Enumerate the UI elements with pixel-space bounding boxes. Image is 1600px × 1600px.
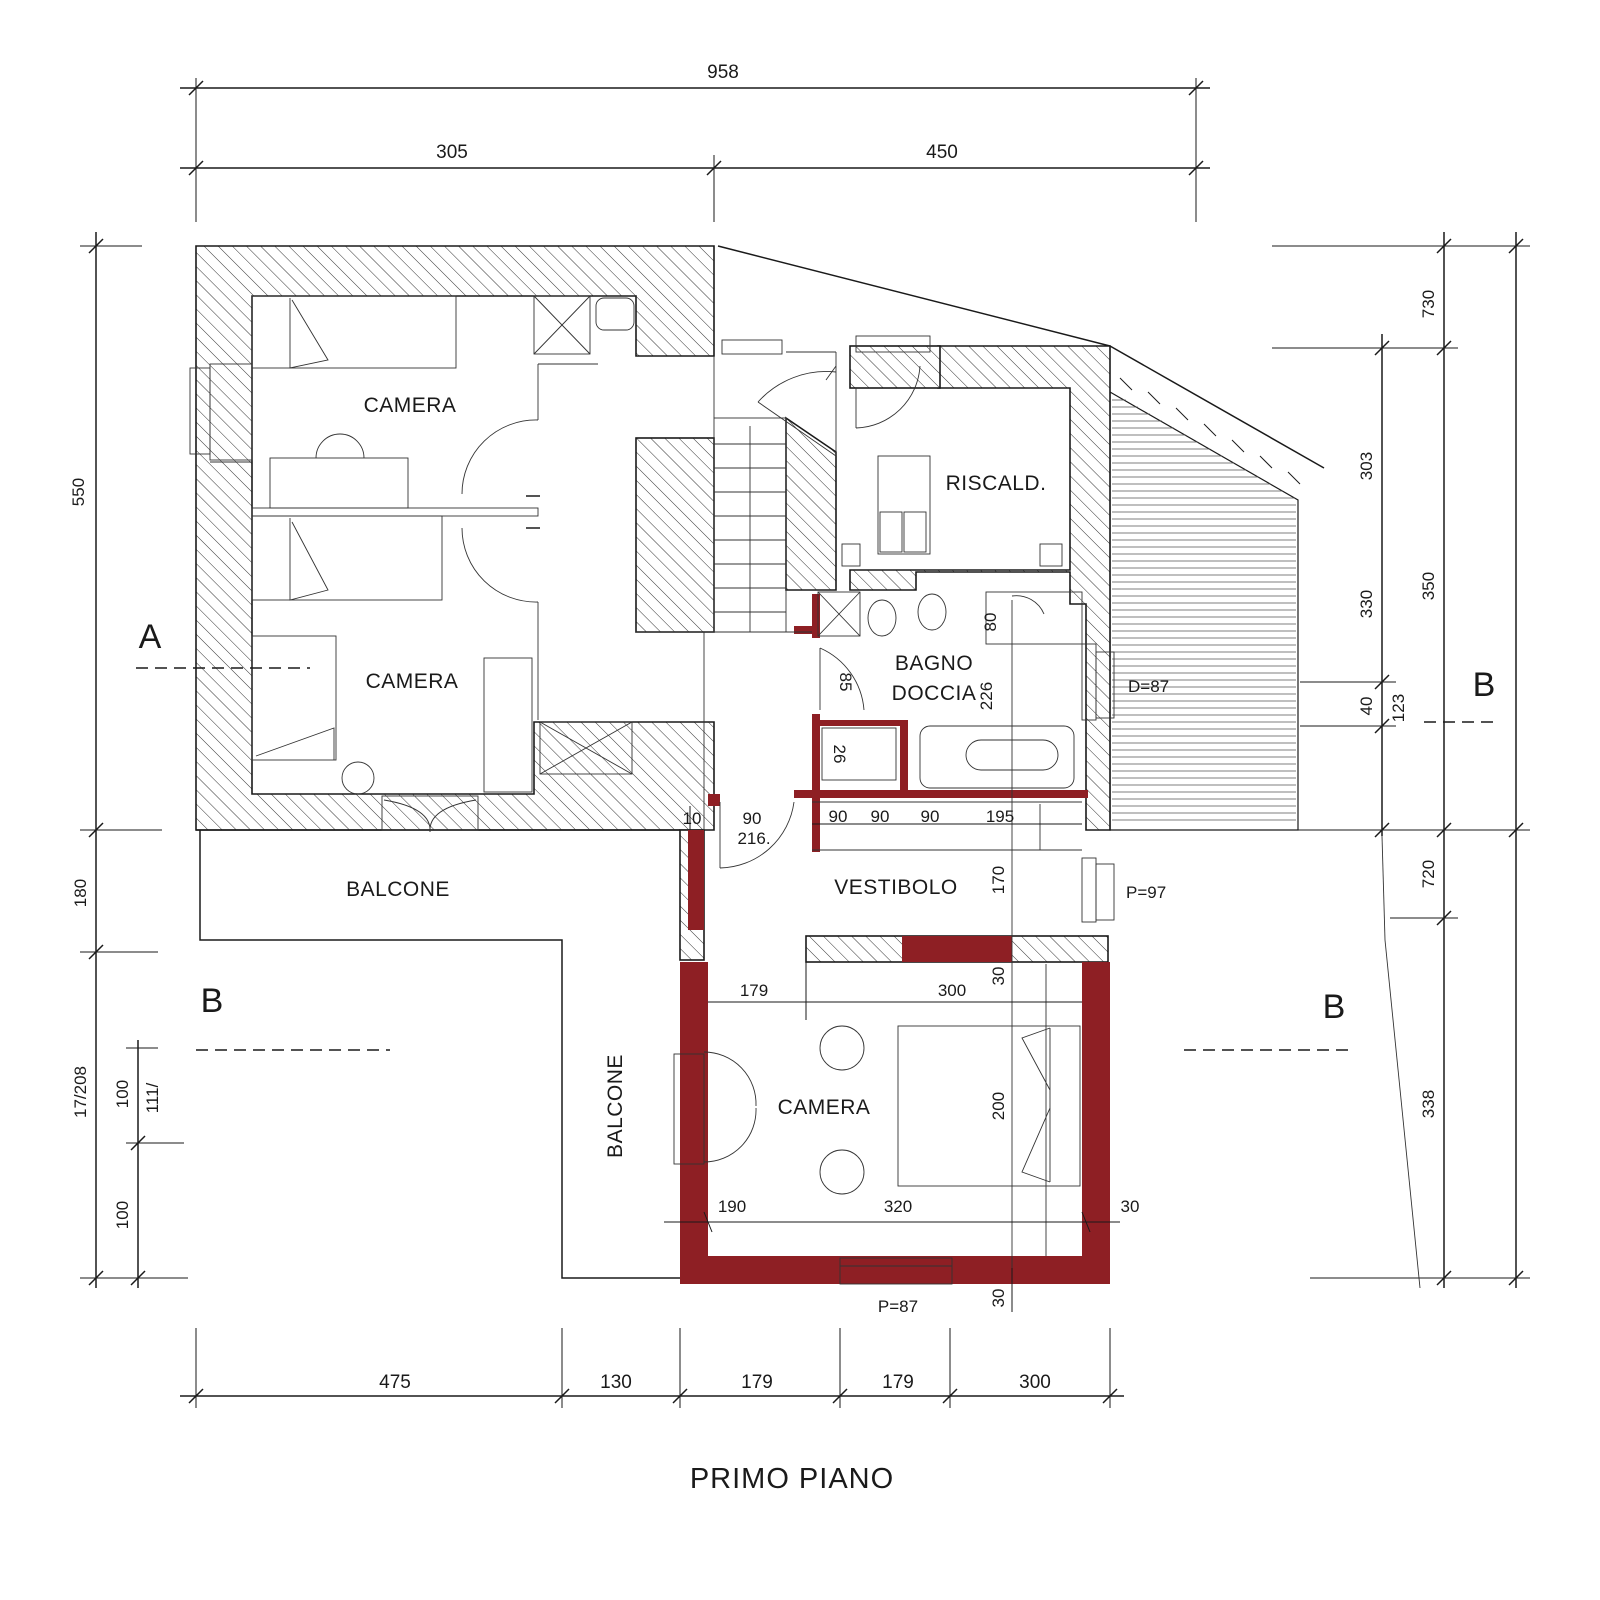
dim-left-100b: 100 <box>113 1201 132 1229</box>
dim-right-330: 330 <box>1357 590 1376 618</box>
room-label-camera-middle: CAMERA <box>366 670 459 693</box>
dim-interior-195: 195 <box>986 807 1014 826</box>
opening-label-p97: P=97 <box>1126 883 1166 902</box>
section-label-a: A <box>139 618 162 656</box>
dim-right-350: 350 <box>1419 572 1438 600</box>
dim-bottom-179b: 179 <box>882 1372 914 1393</box>
room-labels: CAMERA CAMERA CAMERA RISCALD. BAGNO DOCC… <box>346 394 1046 1158</box>
fixtures <box>189 295 1120 1312</box>
dim-interior-85: 85 <box>836 673 855 692</box>
room-label-balcone-side: BALCONE <box>604 1054 627 1158</box>
section-markers: A B B B <box>136 618 1500 1051</box>
dim-interior-300: 300 <box>938 981 966 1000</box>
dim-interior-200: 200 <box>989 1092 1008 1120</box>
dim-interior-190: 190 <box>718 1197 746 1216</box>
dim-top-right: 450 <box>926 142 958 163</box>
dim-interior-226: 226 <box>977 682 996 710</box>
room-label-doccia: DOCCIA <box>892 682 977 705</box>
dim-left-17208: 17/208 <box>71 1066 90 1118</box>
dim-interior-30b: 30 <box>1121 1197 1140 1216</box>
dim-interior-90a: 90 <box>743 809 762 828</box>
roof-stripes <box>1112 399 1296 821</box>
dim-right-303: 303 <box>1357 452 1376 480</box>
room-label-balcone-upper: BALCONE <box>346 878 450 901</box>
dim-bottom-475: 475 <box>379 1372 411 1393</box>
dim-right-730: 730 <box>1419 290 1438 318</box>
room-label-vestibolo: VESTIBOLO <box>834 876 958 899</box>
dim-interior-90b: 90 <box>829 807 848 826</box>
section-label-b-right: B <box>1473 666 1496 704</box>
dim-interior-30c: 30 <box>989 1289 1008 1308</box>
dim-interior-170: 170 <box>989 866 1008 894</box>
roof-terrace <box>717 245 1325 831</box>
dim-interior-179: 179 <box>740 981 768 1000</box>
opening-label-p87: P=87 <box>878 1297 918 1316</box>
room-label-bagno: BAGNO <box>895 652 973 675</box>
dim-interior-90c: 90 <box>871 807 890 826</box>
right-dimensions: 730 303 330 350 40 123 720 338 <box>1100 232 1530 1289</box>
dim-interior-30a: 30 <box>989 967 1008 986</box>
top-dimensions: 958 305 450 <box>180 62 1210 222</box>
walls <box>195 245 1111 963</box>
section-label-b-center: B <box>1323 988 1346 1026</box>
dim-interior-320: 320 <box>884 1197 912 1216</box>
opening-label-d87: D=87 <box>1128 677 1169 696</box>
room-label-camera-upper: CAMERA <box>364 394 457 417</box>
dim-bottom-300: 300 <box>1019 1372 1051 1393</box>
dim-right-720: 720 <box>1419 860 1438 888</box>
dim-right-123: 123 <box>1389 694 1408 722</box>
plan-title: PRIMO PIANO <box>690 1463 894 1495</box>
dim-left-111: 111/ <box>143 1082 162 1113</box>
dim-left-180: 180 <box>71 879 90 907</box>
dim-right-338: 338 <box>1419 1090 1438 1118</box>
dim-top-total: 958 <box>707 62 739 83</box>
room-label-camera-master: CAMERA <box>778 1096 871 1119</box>
dim-interior-90d: 90 <box>921 807 940 826</box>
dim-top-left: 305 <box>436 142 468 163</box>
new-walls <box>680 594 1110 1284</box>
dim-interior-10: 10 <box>683 809 702 828</box>
dim-bottom-130: 130 <box>600 1372 632 1393</box>
dim-left-100a: 100 <box>113 1080 132 1108</box>
dim-bottom-179a: 179 <box>741 1372 773 1393</box>
interior-dimensions: 10 90 216. 90 90 90 195 85 226 80 26 170… <box>683 613 1140 1308</box>
section-label-b-left: B <box>201 982 224 1020</box>
dim-interior-80: 80 <box>981 613 1000 632</box>
dim-interior-216: 216. <box>737 829 770 848</box>
bottom-dimensions: 475 130 179 179 300 <box>180 1328 1124 1408</box>
room-label-riscald: RISCALD. <box>946 472 1047 495</box>
opening-labels: D=87 P=97 P=87 <box>878 677 1169 1316</box>
dim-interior-26: 26 <box>830 745 849 764</box>
dim-left-550: 550 <box>69 478 88 506</box>
left-dimensions: 550 180 17/208 100 111/ 100 <box>69 232 188 1288</box>
dim-right-40: 40 <box>1357 697 1376 716</box>
